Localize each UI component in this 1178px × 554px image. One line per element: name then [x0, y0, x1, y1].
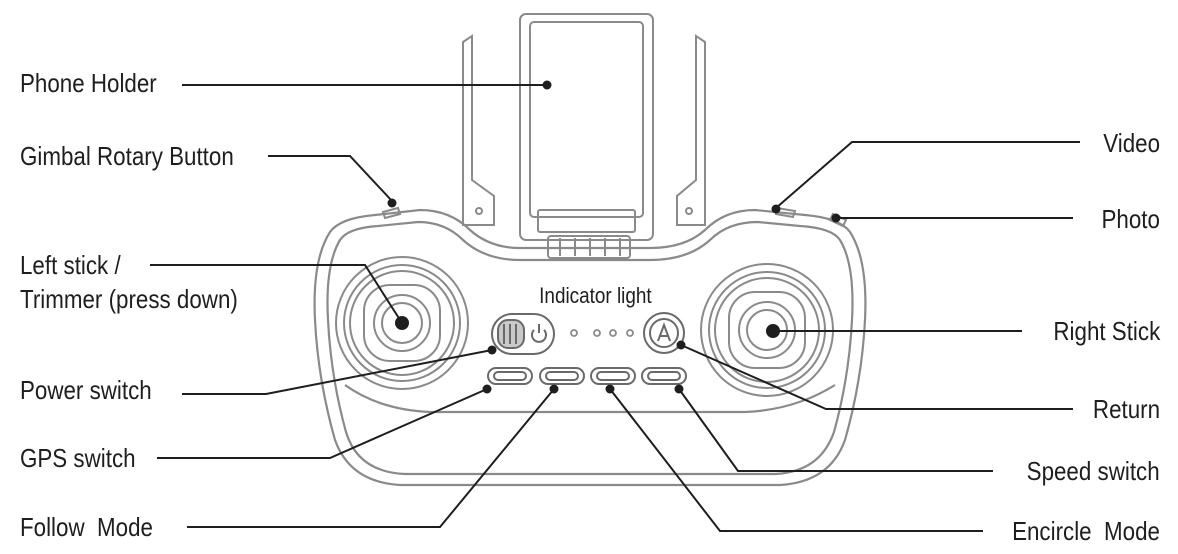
leader-video	[775, 141, 1080, 209]
mode-buttons	[487, 367, 687, 385]
label-gps-switch: GPS switch	[20, 443, 136, 473]
label-speed-switch: Speed switch	[1026, 456, 1160, 486]
label-follow-mode: Follow Mode	[20, 512, 153, 542]
leader-left-stick	[150, 264, 403, 324]
leader-encircle-mode	[609, 388, 983, 532]
leader-gimbal-rotary-button	[268, 155, 393, 202]
leader-lines	[150, 84, 1080, 532]
leader-speed-switch	[678, 388, 993, 472]
indicator-lights	[570, 329, 634, 337]
label-phone-holder: Phone Holder	[20, 68, 157, 98]
label-right-stick: Right Stick	[1053, 316, 1160, 346]
label-encircle-mode: Encircle Mode	[1012, 516, 1160, 546]
phone-holder-left-arm	[462, 34, 495, 226]
return-button	[643, 312, 685, 354]
power-switch	[491, 313, 555, 355]
leader-follow-mode	[187, 388, 555, 528]
label-left-stick-line2: Trimmer (press down)	[20, 284, 238, 314]
phone-holder-right-arm	[676, 34, 706, 226]
controller-body	[313, 208, 867, 487]
label-indicator-light: Indicator light	[539, 283, 652, 308]
label-return: Return	[1092, 394, 1160, 424]
leader-return	[680, 344, 1073, 410]
label-video: Video	[1103, 128, 1160, 158]
leader-power-switch	[182, 349, 493, 395]
phone-holder	[519, 13, 654, 259]
leader-end-dots	[387, 80, 841, 394]
label-gimbal-rotary-button: Gimbal Rotary Button	[20, 141, 234, 171]
leader-gps-switch	[157, 388, 488, 459]
left-stick	[335, 256, 469, 390]
label-left-stick-line1: Left stick /	[20, 250, 121, 280]
label-photo: Photo	[1101, 204, 1160, 234]
label-power-switch: Power switch	[20, 375, 152, 405]
